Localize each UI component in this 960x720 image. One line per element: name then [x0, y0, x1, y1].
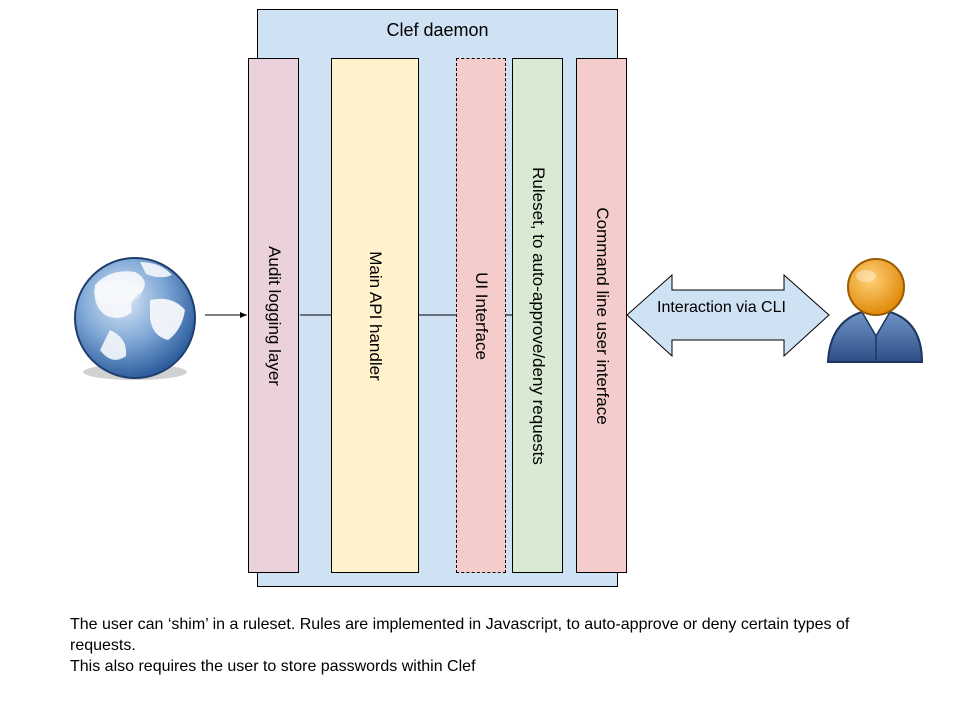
ruleset-layer: Ruleset, to auto-approve/deny requests [512, 58, 563, 573]
globe-icon [74, 257, 196, 380]
main-api-handler: Main API handler [331, 58, 419, 573]
audit-logging-layer: Audit logging layer [248, 58, 299, 573]
caption-line-2: This also requires the user to store pas… [70, 658, 476, 675]
clef-daemon-title: Clef daemon [386, 20, 489, 40]
caption-line-1: The user can ‘shim’ in a ruleset. Rules … [70, 616, 850, 654]
user-icon [826, 258, 924, 363]
cli-interaction-label: Interaction via CLI [657, 299, 786, 316]
ui-interface-layer: UI Interface [456, 58, 506, 573]
cli-interaction-arrow [626, 273, 830, 358]
cli-layer: Command line user interface [576, 58, 627, 573]
caption: The user can ‘shim’ in a ruleset. Rules … [70, 614, 890, 677]
